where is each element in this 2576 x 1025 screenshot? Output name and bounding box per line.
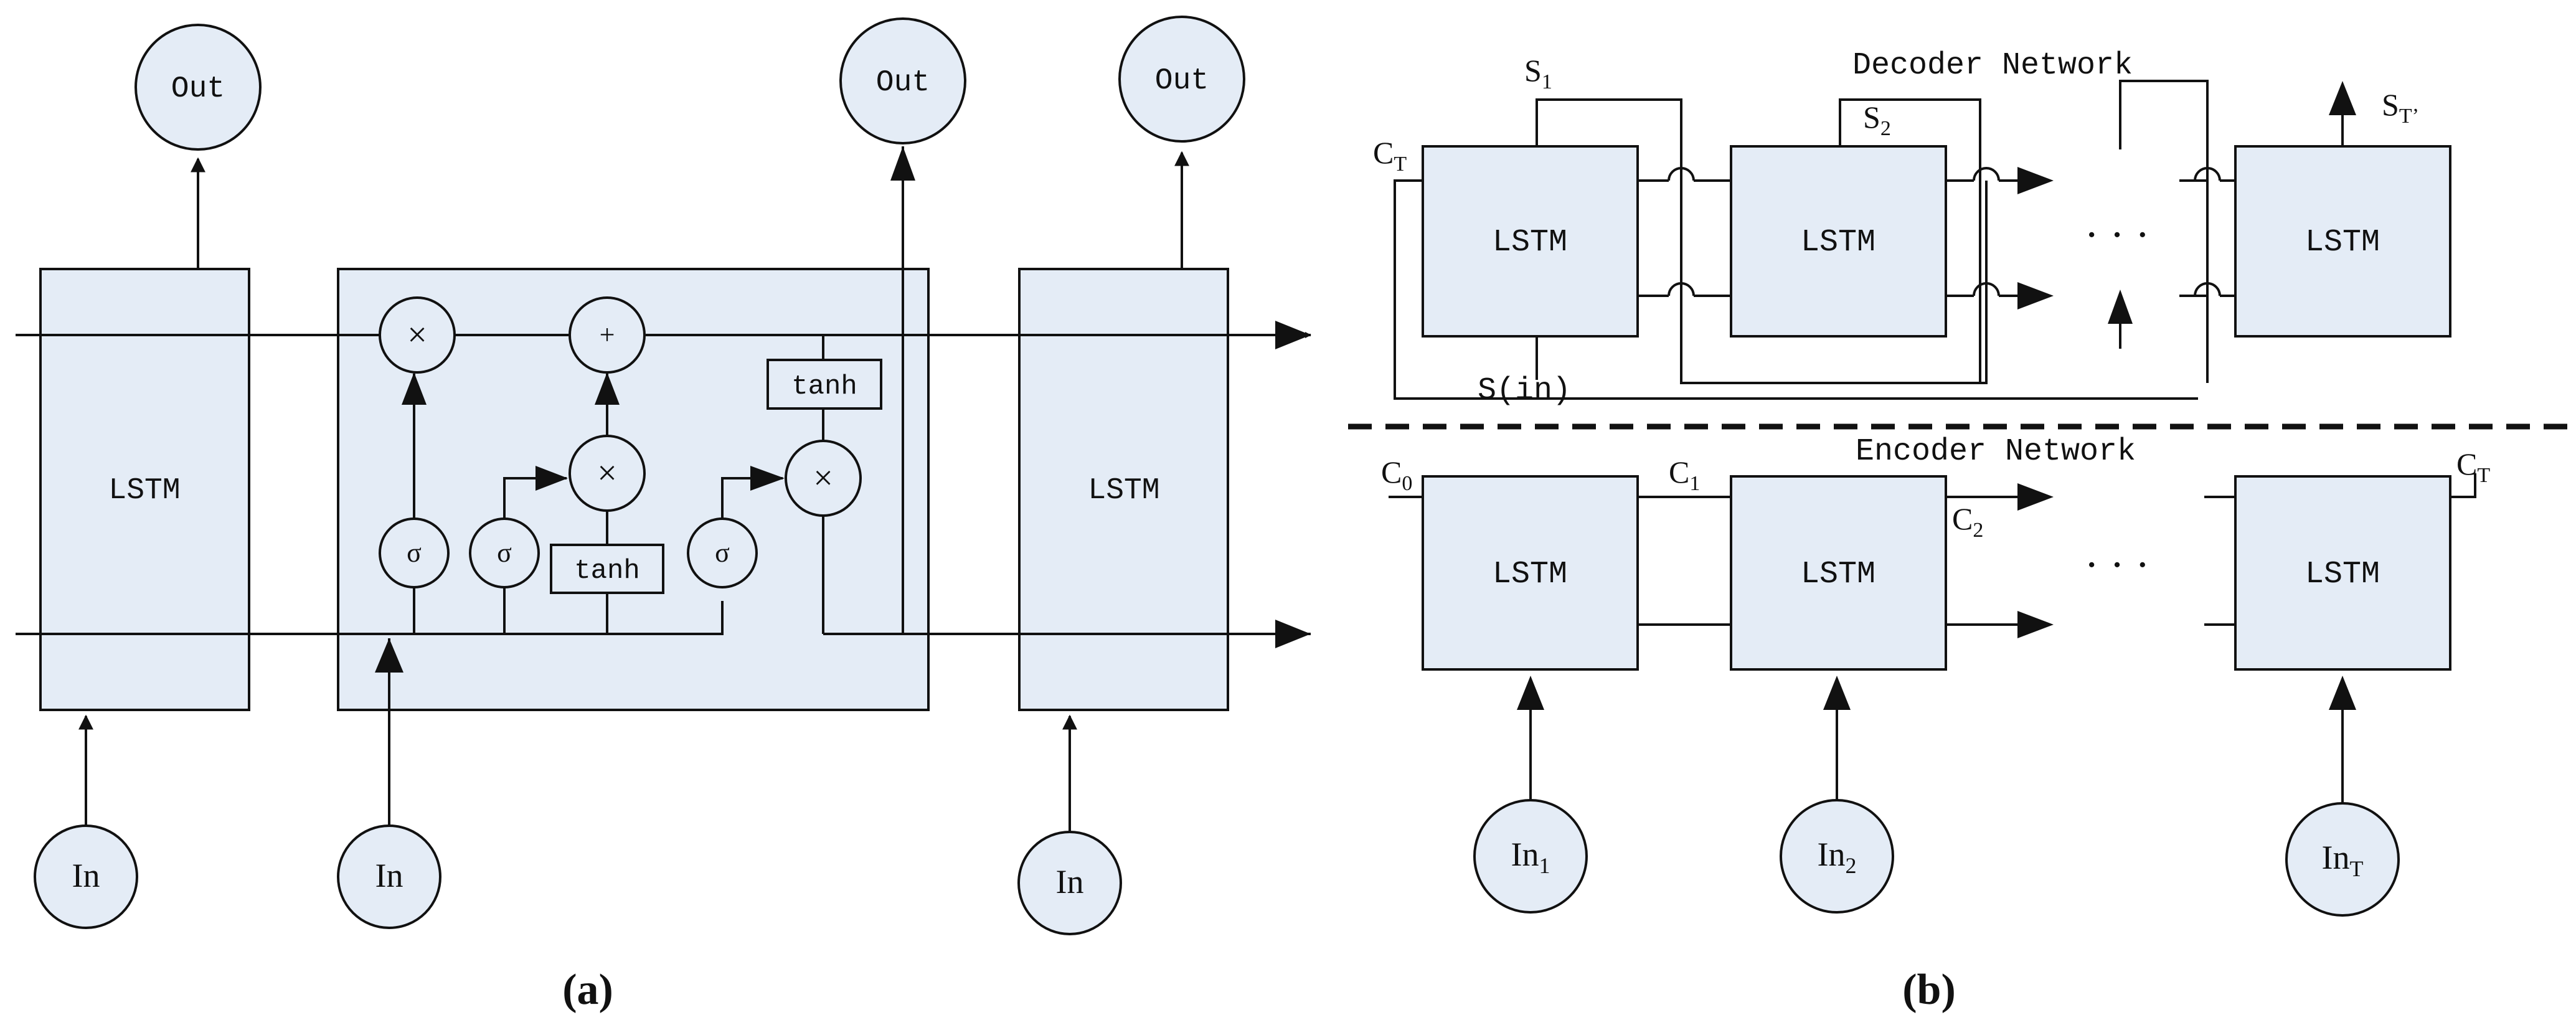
decoder-start-label: S(in) — [1478, 373, 1571, 409]
encoder-lstm-label-1: LSTM — [1493, 557, 1567, 592]
right-lstm-box — [1018, 268, 1229, 711]
encoder-in1-label: In1 — [1511, 836, 1550, 878]
input-sigma-arrow — [535, 466, 568, 491]
middle-out-node — [839, 17, 966, 144]
encoder-lstm-label-t: LSTM — [2305, 557, 2380, 592]
decoder-lstm-label-1: LSTM — [1493, 225, 1567, 260]
middle-in-label: In — [375, 857, 403, 894]
middle-out-arrow — [890, 146, 915, 181]
encoder-ct-out — [2450, 473, 2476, 498]
encoder-cell-t — [2234, 475, 2451, 671]
output-multiply-symbol: × — [813, 459, 833, 498]
decoder-ct-hop-a — [2194, 167, 2221, 181]
forget-sigma-symbol: σ — [407, 537, 422, 568]
right-out-label: Out — [1155, 64, 1209, 98]
encoder-ct-label: CT — [2456, 446, 2490, 487]
panel-a-caption: (a) — [562, 966, 613, 1014]
encoder-int-arrow — [2329, 676, 2356, 710]
cell-tanh-label: tanh — [791, 371, 857, 402]
decoder-cell-1 — [1422, 145, 1639, 338]
middle-out-label: Out — [876, 66, 930, 100]
decoder-h2-arrow — [2017, 282, 2054, 309]
forget-multiply-node — [379, 296, 456, 374]
panel-b — [1348, 80, 2572, 917]
decoder-ht-hop-a — [2194, 282, 2221, 296]
encoder-lstm-label-2: LSTM — [1801, 557, 1875, 592]
cell-state-arrow — [1275, 321, 1311, 349]
encoder-in2-node — [1780, 799, 1894, 914]
encoder-c2-label: C2 — [1952, 501, 1983, 542]
input-multiply-arrow — [595, 372, 620, 405]
middle-in-arrow — [375, 638, 403, 673]
decoder-context-loop — [1394, 179, 2198, 400]
output-sigma-symbol: σ — [715, 537, 730, 568]
forget-multiply-symbol: × — [407, 316, 427, 354]
decoder-c2-hop-a — [1973, 167, 2000, 181]
decoder-lstm-label-2: LSTM — [1801, 225, 1875, 260]
right-in-label: In — [1056, 863, 1084, 900]
encoder-int-label: InT — [2322, 839, 2364, 881]
left-in-node — [34, 824, 138, 929]
forget-sigma-arrow — [402, 372, 427, 405]
right-out-node — [1118, 16, 1245, 143]
encoder-c0-label: C0 — [1381, 455, 1412, 495]
decoder-state-1-label: S1 — [1524, 53, 1552, 93]
hidden-state-arrow — [1275, 620, 1311, 648]
encoder-cell-1 — [1422, 475, 1639, 671]
candidate-tanh-label: tanh — [574, 555, 640, 587]
encoder-h2-arrow — [2017, 611, 2054, 638]
decoder-h2-hop-a — [1973, 282, 2000, 296]
add-symbol: + — [600, 319, 615, 350]
decoder-state-t-label: ST’ — [2382, 87, 2419, 128]
output-sigma-arrow — [750, 466, 785, 491]
decoder-prev-state-arrow — [2108, 290, 2133, 324]
decoder-h1-hop-a — [1668, 282, 1695, 296]
decoder-prev-state-feedback — [2119, 80, 2209, 383]
encoder-in1-arrow — [1517, 676, 1544, 710]
decoder-c1-hop-a — [1668, 167, 1695, 181]
left-in-label: In — [72, 857, 100, 894]
input-sigma-symbol: σ — [497, 537, 512, 568]
decoder-cell-2 — [1730, 145, 1947, 338]
encoder-int-node — [2285, 802, 2400, 917]
panel-a-labels: Out LSTM In Out In × + × × σ σ σ tanh ta… — [72, 64, 1209, 1014]
encoder-title: Encoder Network — [1856, 434, 2136, 470]
left-lstm-label: LSTM — [108, 474, 180, 508]
decoder-lstm-label-t: LSTM — [2305, 225, 2380, 260]
encoder-cell-2 — [1730, 475, 1947, 671]
encoder-ellipsis: · · · — [2085, 541, 2150, 589]
decoder-context-label: CT — [1373, 135, 1407, 176]
middle-in-node — [337, 824, 441, 929]
decoder-state1-feedback — [1536, 98, 1988, 384]
add-node — [569, 296, 646, 374]
decoder-state-2-label: S2 — [1863, 100, 1891, 140]
hidden-state-line — [16, 601, 724, 635]
left-lstm-cell — [34, 24, 262, 929]
decoder-state2-feedback — [1839, 98, 1981, 383]
decoder-state-t-arrow — [2329, 81, 2356, 115]
encoder-in2-arrow — [1823, 676, 1851, 710]
right-lstm-cell — [1017, 16, 1245, 935]
decoder-title: Decoder Network — [1852, 48, 2133, 83]
encoder-c1-label: C1 — [1669, 455, 1700, 495]
input-multiply-symbol: × — [597, 454, 617, 493]
encoder-in1-node — [1473, 799, 1588, 914]
panel-a — [16, 16, 1311, 935]
encoder-c2-arrow — [2017, 483, 2054, 511]
decoder-ellipsis: · · · — [2085, 211, 2150, 259]
left-out-label: Out — [171, 72, 225, 106]
panel-b-labels: Decoder Network LSTM LSTM LSTM · · · CT … — [1373, 48, 2490, 1014]
encoder-in2-label: In2 — [1818, 836, 1857, 878]
panel-b-caption: (b) — [1902, 966, 1956, 1014]
left-out-node — [134, 24, 262, 151]
decoder-c2-arrow — [2017, 167, 2054, 194]
right-in-node — [1017, 831, 1122, 935]
right-lstm-label: LSTM — [1088, 474, 1159, 508]
left-lstm-box — [39, 268, 250, 711]
